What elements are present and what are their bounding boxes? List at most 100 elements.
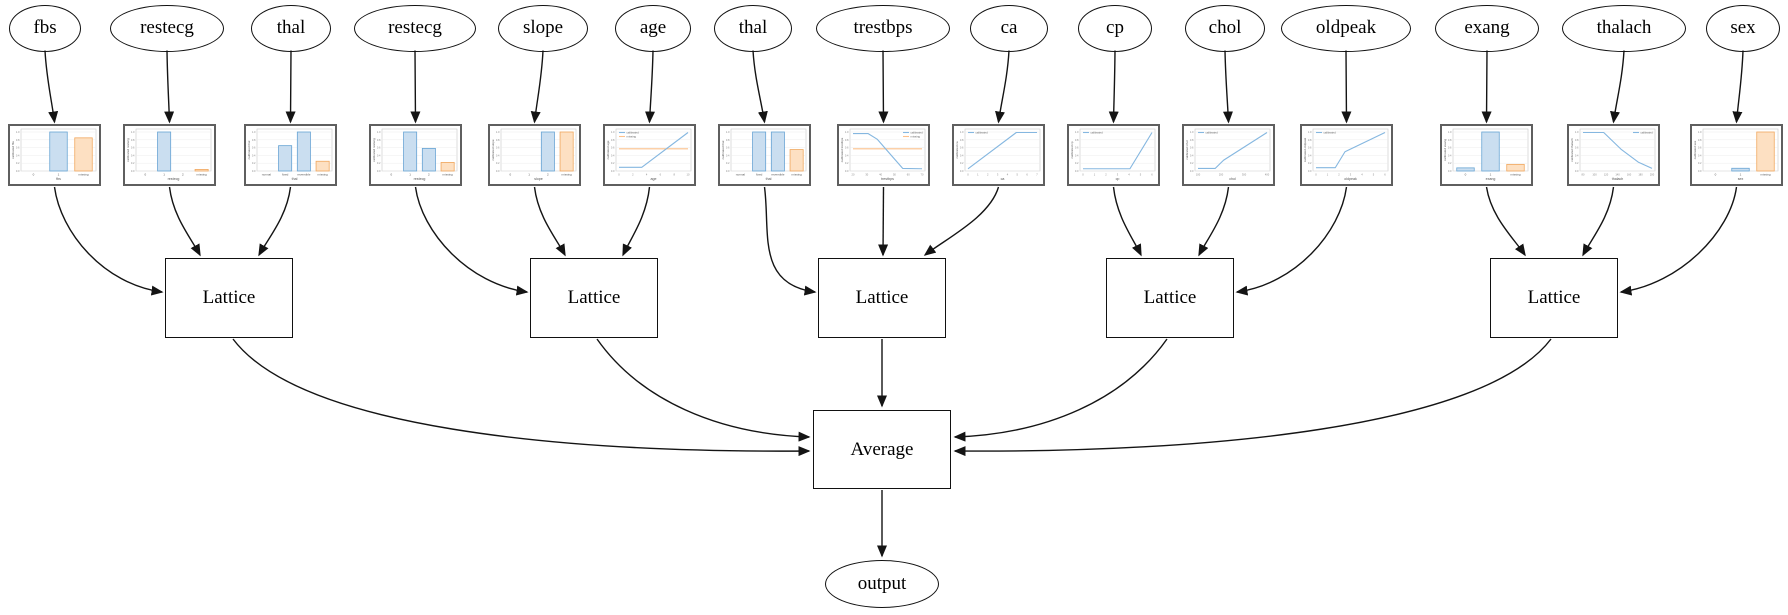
svg-text:0.2: 0.2 xyxy=(1308,161,1312,165)
svg-text:0.8: 0.8 xyxy=(1075,138,1079,142)
lattice-label: Lattice xyxy=(202,287,256,308)
svg-text:0.6: 0.6 xyxy=(131,146,135,150)
edge-calibrator-restecg-to-lattice-1 xyxy=(168,186,201,257)
svg-text:1.0: 1.0 xyxy=(1308,130,1312,134)
svg-text:missing: missing xyxy=(911,135,921,139)
svg-text:2: 2 xyxy=(632,172,634,176)
svg-text:calibrated: calibrated xyxy=(1324,131,1337,135)
edge-lattice-5-to-average xyxy=(953,338,1552,457)
svg-text:0.6: 0.6 xyxy=(960,146,964,150)
svg-text:20: 20 xyxy=(852,172,855,176)
feature-node-ca: ca xyxy=(970,4,1048,52)
svg-text:0.2: 0.2 xyxy=(252,161,256,165)
svg-text:1: 1 xyxy=(1094,172,1096,176)
svg-text:0: 0 xyxy=(1465,172,1467,176)
feature-node-cp: cp xyxy=(1078,4,1152,52)
feature-node-sex: sex xyxy=(1706,4,1780,52)
svg-text:sex: sex xyxy=(1738,177,1744,181)
svg-text:0.0: 0.0 xyxy=(845,169,849,173)
feature-node-fbs: fbs xyxy=(9,4,81,52)
svg-text:1.0: 1.0 xyxy=(1190,130,1194,134)
svg-text:0.8: 0.8 xyxy=(1308,138,1312,142)
svg-text:0.6: 0.6 xyxy=(726,146,730,150)
svg-text:30: 30 xyxy=(865,172,868,176)
svg-text:160: 160 xyxy=(1627,172,1632,176)
svg-text:4: 4 xyxy=(1361,172,1363,176)
svg-text:0.6: 0.6 xyxy=(252,146,256,150)
svg-text:0.8: 0.8 xyxy=(1698,138,1702,142)
edge-ca-to-calibrator xyxy=(995,50,1010,124)
edge-calibrator-trestbps-to-lattice-3 xyxy=(878,186,889,257)
svg-text:0: 0 xyxy=(510,172,512,176)
svg-text:0: 0 xyxy=(145,172,147,176)
edge-calibrator-exang-to-lattice-5 xyxy=(1485,186,1526,257)
feature-node-thal: thal xyxy=(251,4,331,52)
edge-calibrator-thal-to-lattice-3 xyxy=(763,186,817,296)
svg-text:200: 200 xyxy=(1219,172,1224,176)
svg-text:missing: missing xyxy=(627,135,637,139)
feature-label: thalach xyxy=(1596,17,1652,38)
svg-text:0.8: 0.8 xyxy=(252,138,256,142)
svg-text:0.4: 0.4 xyxy=(1448,153,1452,157)
edge-cp-to-calibrator xyxy=(1108,50,1119,124)
svg-text:4: 4 xyxy=(646,172,648,176)
svg-text:0.0: 0.0 xyxy=(1448,169,1452,173)
svg-text:fixed: fixed xyxy=(282,172,289,176)
svg-text:120: 120 xyxy=(1604,172,1609,176)
svg-text:ca: ca xyxy=(1001,177,1005,181)
svg-text:0: 0 xyxy=(967,172,969,176)
svg-text:calibrated restecg: calibrated restecg xyxy=(372,138,376,162)
svg-text:100: 100 xyxy=(1196,172,1201,176)
svg-text:0.4: 0.4 xyxy=(377,153,381,157)
svg-text:0.6: 0.6 xyxy=(1190,146,1194,150)
svg-text:0.2: 0.2 xyxy=(1448,161,1452,165)
svg-text:0.4: 0.4 xyxy=(611,153,615,157)
svg-text:1.0: 1.0 xyxy=(611,130,615,134)
edge-oldpeak-to-calibrator xyxy=(1341,50,1352,124)
svg-text:0: 0 xyxy=(1715,172,1717,176)
svg-text:140: 140 xyxy=(1615,172,1620,176)
svg-text:1: 1 xyxy=(1490,172,1492,176)
svg-text:0.6: 0.6 xyxy=(1698,146,1702,150)
svg-text:0.0: 0.0 xyxy=(496,169,500,173)
svg-text:0.2: 0.2 xyxy=(611,161,615,165)
svg-text:1: 1 xyxy=(977,172,979,176)
svg-text:0.2: 0.2 xyxy=(1698,161,1702,165)
svg-text:0.0: 0.0 xyxy=(16,169,20,173)
svg-text:thal: thal xyxy=(292,177,298,181)
edge-age-to-calibrator xyxy=(645,50,655,124)
svg-text:2: 2 xyxy=(987,172,989,176)
svg-text:0: 0 xyxy=(391,172,393,176)
svg-text:3: 3 xyxy=(1117,172,1119,176)
svg-text:1: 1 xyxy=(528,172,530,176)
svg-text:0.4: 0.4 xyxy=(960,153,964,157)
svg-text:calibrated age: calibrated age xyxy=(606,140,610,159)
svg-text:400: 400 xyxy=(1265,172,1270,176)
svg-text:calibrated: calibrated xyxy=(1091,131,1104,135)
svg-text:cp: cp xyxy=(1116,177,1120,181)
svg-text:0.0: 0.0 xyxy=(1308,169,1312,173)
svg-text:slope: slope xyxy=(534,177,543,181)
edge-calibrator-fbs-to-lattice-1 xyxy=(53,186,164,296)
svg-text:calibrated sex: calibrated sex xyxy=(1693,140,1697,159)
svg-text:calibrated: calibrated xyxy=(976,131,989,135)
svg-text:missing: missing xyxy=(792,172,803,176)
feature-node-restecg: restecg xyxy=(354,4,476,52)
svg-text:1: 1 xyxy=(163,172,165,176)
svg-text:calibrated: calibrated xyxy=(1641,131,1654,135)
feature-label: sex xyxy=(1730,17,1756,38)
svg-text:0.6: 0.6 xyxy=(845,146,849,150)
output-label: output xyxy=(857,573,907,594)
svg-text:0.8: 0.8 xyxy=(845,138,849,142)
svg-text:0.8: 0.8 xyxy=(131,138,135,142)
feature-label: fbs xyxy=(33,17,57,38)
feature-node-thalach: thalach xyxy=(1562,4,1686,52)
svg-text:calibrated ca: calibrated ca xyxy=(955,141,959,158)
